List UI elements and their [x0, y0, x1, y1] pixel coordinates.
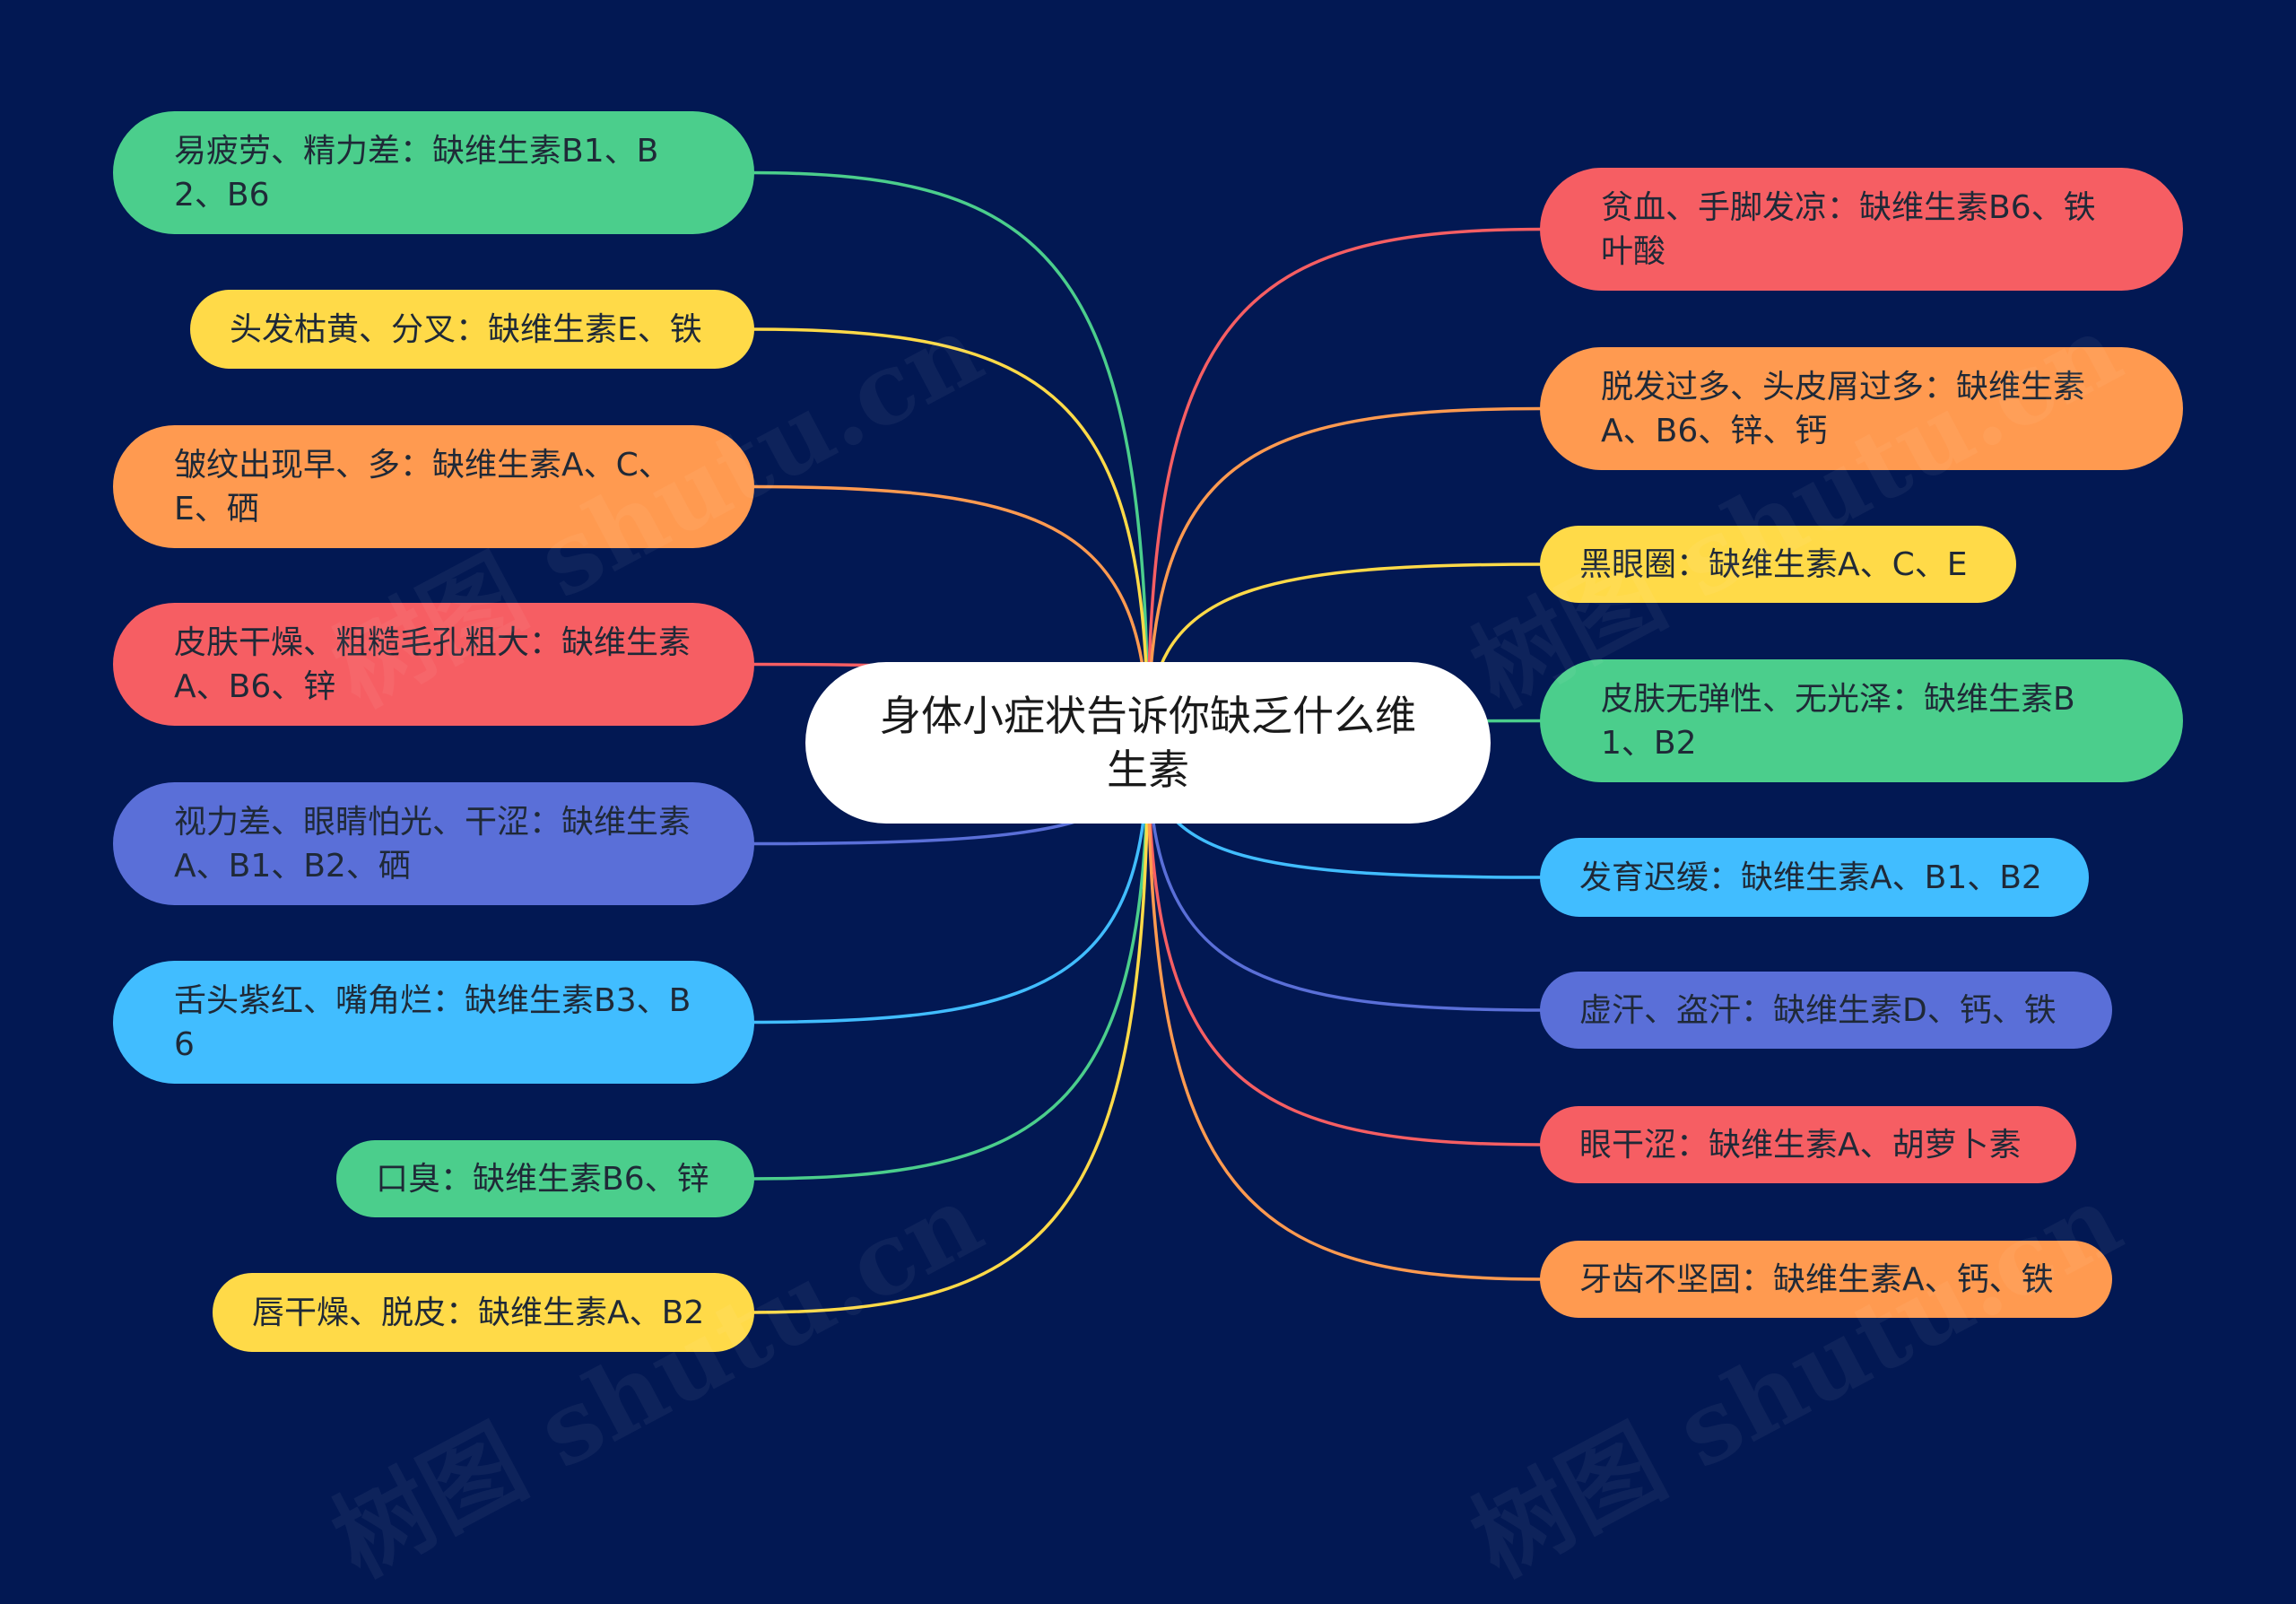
right-topic-skin-elasticity[interactable]: 皮肤无弹性、无光泽：缺维生素B1、B2	[1540, 659, 2183, 782]
connector-left-2	[750, 484, 1150, 744]
left-topic-tongue[interactable]: 舌头紫红、嘴角烂：缺维生素B3、B6	[113, 961, 754, 1084]
left-topic-fatigue[interactable]: 易疲劳、精力差：缺维生素B1、B2、B6	[113, 111, 754, 234]
connector-left-0	[750, 170, 1150, 744]
connector-left-5	[750, 742, 1150, 1024]
connector-right-0	[1146, 227, 1544, 744]
left-topic-hair-dry[interactable]: 头发枯黄、分叉：缺维生素E、铁	[190, 290, 754, 369]
connector-right-1	[1146, 406, 1544, 744]
connector-right-5	[1146, 742, 1544, 1012]
left-topic-bad-breath[interactable]: 口臭：缺维生素B6、锌	[336, 1140, 754, 1217]
right-topic-dry-eyes[interactable]: 眼干涩：缺维生素A、胡萝卜素	[1540, 1106, 2076, 1183]
connector-right-7	[1146, 742, 1544, 1281]
right-topic-hair-loss[interactable]: 脱发过多、头皮屑过多：缺维生素A、B6、锌、钙	[1540, 347, 2183, 470]
left-topic-wrinkles[interactable]: 皱纹出现早、多：缺维生素A、C、E、硒	[113, 425, 754, 548]
connector-right-6	[1146, 742, 1544, 1146]
left-topic-lips[interactable]: 唇干燥、脱皮：缺维生素A、B2	[213, 1273, 754, 1352]
left-topic-vision[interactable]: 视力差、眼睛怕光、干涩：缺维生素A、B1、B2、硒	[113, 782, 754, 905]
right-topic-dark-circles[interactable]: 黑眼圈：缺维生素A、C、E	[1540, 526, 2016, 603]
right-topic-anemia[interactable]: 贫血、手脚发凉：缺维生素B6、铁叶酸	[1540, 168, 2183, 291]
connector-left-6	[750, 742, 1150, 1181]
connector-left-1	[750, 327, 1150, 744]
connector-left-7	[750, 742, 1150, 1314]
right-topic-growth[interactable]: 发育迟缓：缺维生素A、B1、B2	[1540, 838, 2089, 917]
right-topic-teeth[interactable]: 牙齿不坚固：缺维生素A、钙、铁	[1540, 1241, 2112, 1318]
right-topic-sweating[interactable]: 虚汗、盗汗：缺维生素D、钙、铁	[1540, 972, 2112, 1049]
left-topic-skin-dry[interactable]: 皮肤干燥、粗糙毛孔粗大：缺维生素A、B6、锌	[113, 603, 754, 726]
center-topic[interactable]: 身体小症状告诉你缺乏什么维生素	[805, 662, 1491, 824]
